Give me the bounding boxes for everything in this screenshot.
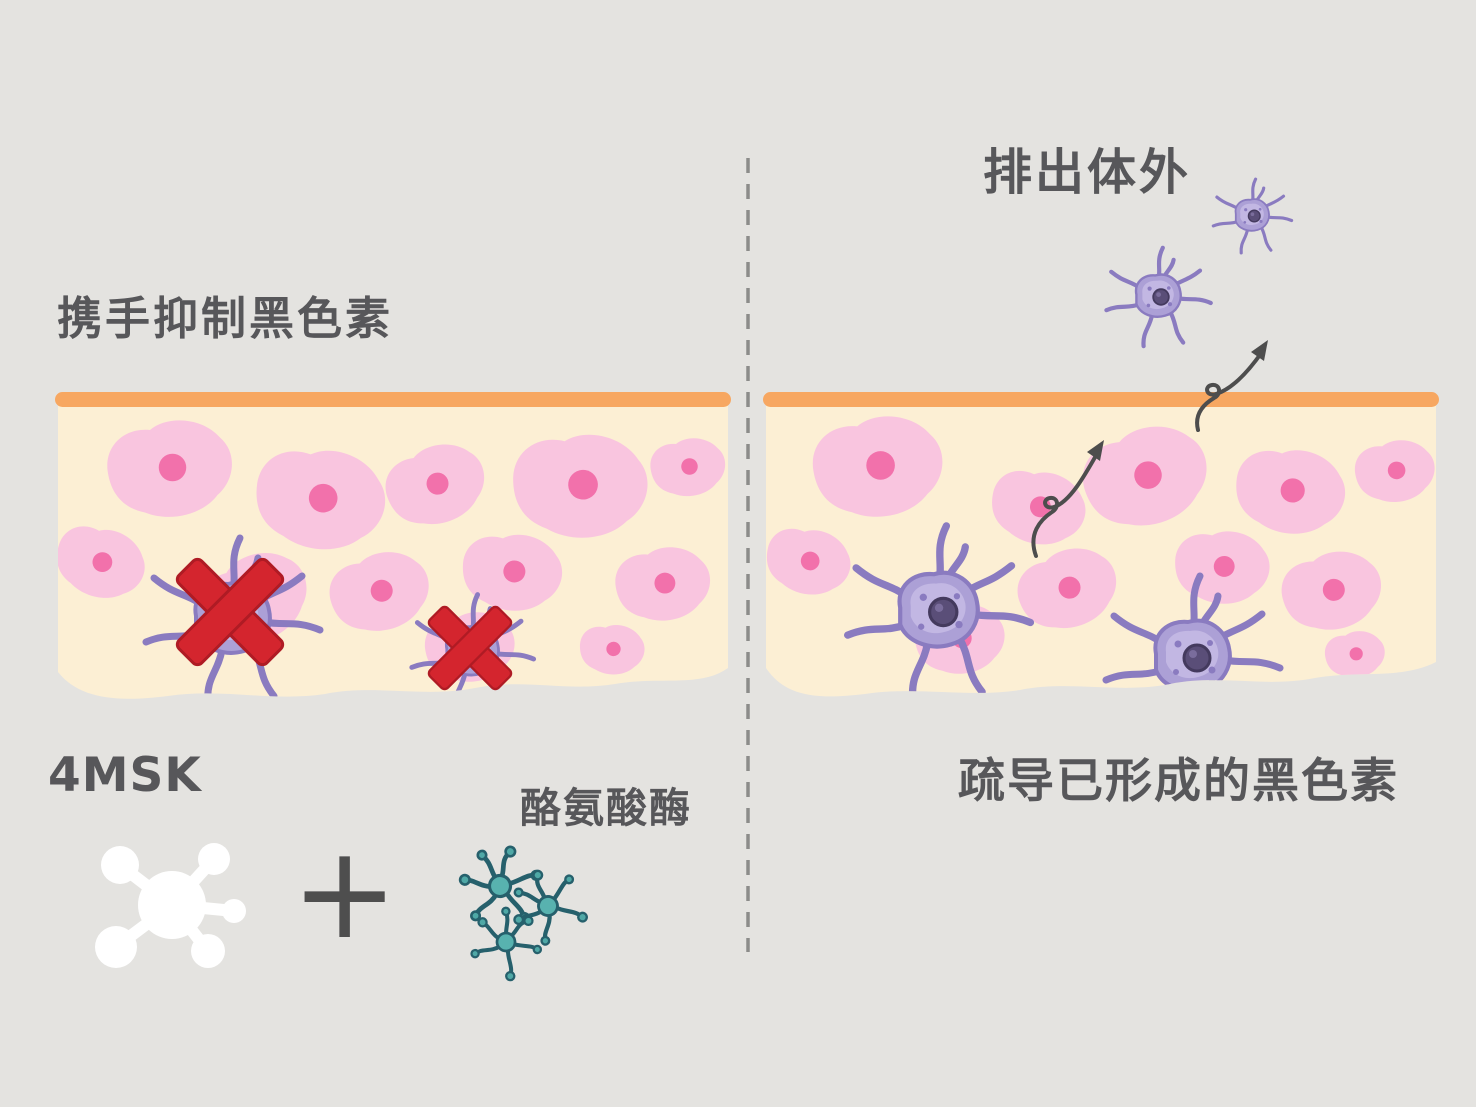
- expelled-melanocyte-icon: [1211, 177, 1294, 255]
- 4msk-molecule-icon: [95, 843, 246, 968]
- tyrosinase-label: 酪氨酸酶: [520, 784, 692, 832]
- plus-sign: +: [291, 819, 399, 968]
- expelled-melanocyte-icon: [1106, 248, 1210, 346]
- arrowhead-icon: [1251, 340, 1268, 361]
- skin-surface-bar: [763, 392, 1439, 407]
- expel-arrow-icon: [1031, 350, 1264, 558]
- skin-surface-bar: [55, 392, 731, 407]
- arrowhead-icon: [1087, 440, 1104, 461]
- right-panel-title: 排出体外: [983, 144, 1192, 201]
- skin-illustration-right: [763, 177, 1439, 697]
- left-panel-title: 携手抑制黑色素: [57, 292, 394, 345]
- 4msk-label: 4MSK: [48, 748, 202, 803]
- right-panel-caption: 疏导已形成的黑色素: [958, 754, 1399, 809]
- tyrosinase-enzyme-icon: [454, 839, 594, 987]
- skin-illustration-left: [55, 392, 731, 699]
